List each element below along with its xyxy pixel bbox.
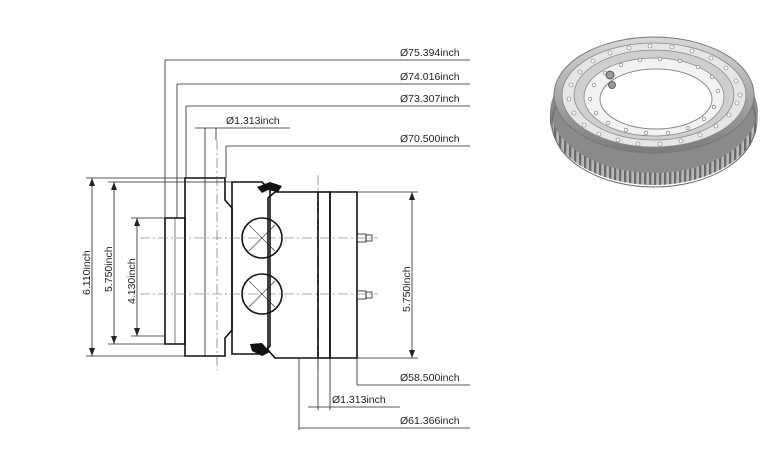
dim-label: 6.110inch (81, 250, 93, 295)
middle-ring-section (231, 181, 271, 355)
outer-ring-section (184, 177, 233, 357)
cross-section (140, 140, 378, 370)
dim-label: Ø61.366inch (400, 415, 460, 427)
dim-label: 4.130inch (126, 258, 138, 304)
inner-ring-section (267, 191, 319, 359)
outer-ring-flange (164, 217, 186, 345)
dim-label: Ø70.500inch (400, 133, 460, 145)
ball-upper (241, 217, 283, 259)
dim-label: Ø73.307inch (400, 93, 460, 105)
top-seal (257, 182, 282, 193)
dim-label: Ø1.313inch (332, 394, 386, 406)
dim-label: Ø75.394inch (400, 47, 460, 59)
ball-lower (241, 273, 283, 315)
bottom-dimensions: Ø58.500inch Ø1.313inch Ø61.366inch (298, 358, 470, 430)
left-dimensions: 6.110inch 5.750inch 4.130inch (81, 177, 232, 357)
right-dimensions: 5.750inch (357, 191, 418, 359)
dim-label: Ø58.500inch (400, 372, 460, 384)
dim-label: 5.750inch (103, 246, 115, 292)
bottom-seal (250, 343, 270, 356)
bolt-lower (356, 290, 373, 300)
dim-label: 5.750inch (401, 266, 413, 312)
slewing-bearing-render (550, 36, 758, 188)
top-dimensions: Ø75.394inch Ø74.016inch Ø73.307inch Ø1.3… (164, 47, 470, 218)
dim-label: Ø74.016inch (400, 71, 460, 83)
gear-gap (317, 191, 331, 359)
dim-label: Ø1.313inch (226, 115, 280, 127)
gear-body-section (329, 191, 358, 359)
